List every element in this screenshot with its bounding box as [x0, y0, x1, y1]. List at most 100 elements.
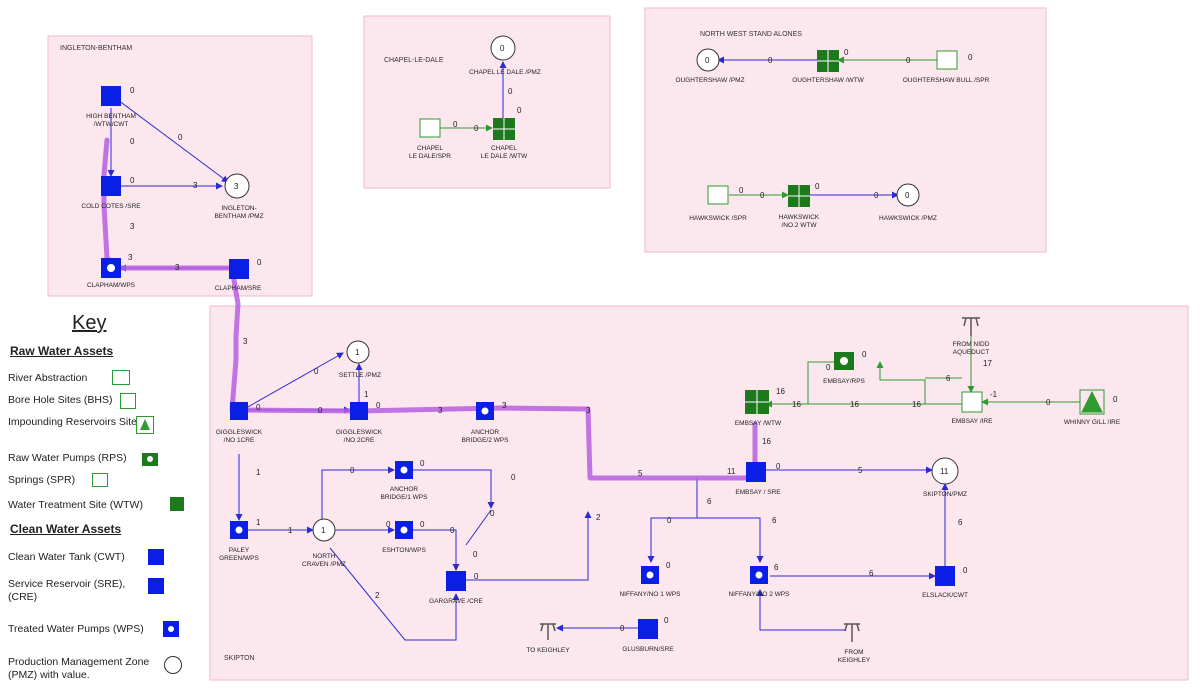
legend-wtw: Water Treatment Site (WTW) [8, 499, 143, 511]
legend-raw-heading: Raw Water Assets [10, 344, 114, 358]
edge-split-n1 [647, 517, 697, 563]
high-bentham-node[interactable] [101, 86, 121, 106]
chapel-pmz-node[interactable] [490, 35, 516, 61]
niffany2-value: 6 [774, 563, 779, 572]
high-bentham-label2: /WTW/CWT [94, 121, 129, 128]
elslack-label: ELSLACK/CWT [922, 592, 968, 599]
cold-cotes-label: COLD COTES /SRE [81, 203, 141, 210]
flow-eshton-garg: 0 [450, 526, 455, 535]
settle-pmz-node[interactable] [346, 340, 370, 364]
from-keighley-label1: FROM [844, 649, 863, 656]
skipton-pmz-label: SKIPTON/PMZ [923, 491, 967, 498]
hawkswick-spr-node[interactable] [707, 185, 729, 205]
flow-g2-settle: 1 [364, 390, 369, 399]
hawkswick-pmz-value: 0 [905, 191, 910, 200]
from-keighley-label2: KEIGHLEY [838, 657, 871, 664]
chapel-pmz-value: 0 [500, 44, 505, 53]
region-label-northwest: NORTH WEST STAND ALONES [700, 31, 802, 38]
from-keighley-tap-icon [844, 623, 860, 642]
from-nidd-label1: FROM NIDD [953, 341, 990, 348]
clapham-wps-label: CLAPHAM/WPS [87, 282, 136, 289]
anchor2-label2: BRIDGE/2 WPS [462, 437, 510, 444]
giggleswick1-node[interactable] [230, 402, 248, 420]
whinny-value: 0 [1113, 395, 1118, 404]
oughtershaw-spr-node[interactable] [936, 50, 958, 70]
clapham-wps-icon [107, 264, 115, 272]
flow-hb-cc: 0 [130, 137, 135, 146]
oughtershaw-wtw-value: 0 [844, 48, 849, 57]
flow-owtw-opmz: 0 [768, 56, 773, 65]
chapel-spr-label2: LE DALE/SPR [409, 153, 451, 160]
glusburn-value: 0 [664, 616, 669, 625]
legend-river: River Abstraction [8, 372, 88, 384]
flow-garg-left: 0 [473, 550, 478, 559]
oughtershaw-pmz-node[interactable] [696, 48, 720, 72]
gargrave-node[interactable] [446, 571, 466, 591]
flow-eire-mid: 16 [850, 400, 859, 409]
glusburn-node[interactable] [638, 619, 658, 639]
north-craven-label2: CRAVEN /PMZ [302, 561, 346, 568]
north-craven-node[interactable] [312, 518, 336, 542]
legend: Key Raw Water Assets River Abstraction B… [0, 300, 205, 696]
paley-value: 1 [256, 518, 261, 527]
high-bentham-value: 0 [130, 86, 135, 95]
legend-impounding: Impounding Reservoirs Sites [8, 416, 143, 428]
flow-erps-b: 6 [946, 374, 951, 383]
flow-eire-ewtw: 16 [792, 400, 801, 409]
chapel-wtw-value: 0 [517, 106, 522, 115]
embsay-rps-value: 0 [862, 350, 867, 359]
elslack-node[interactable] [935, 566, 955, 586]
ingleton-pmz-node[interactable] [224, 173, 250, 199]
clapham-wps-value: 3 [128, 253, 133, 262]
legend-title: Key [72, 312, 107, 334]
flow-gar-n1: 2 [596, 513, 601, 522]
skipton-pmz-node[interactable] [931, 457, 959, 485]
flow-a2-down: 3 [586, 406, 591, 415]
flow-garg-right: 0 [490, 509, 495, 518]
embsay-ire-node[interactable] [961, 391, 983, 413]
paley-label2: GREEN/WPS [219, 555, 259, 562]
legend-springs: Springs (SPR) [8, 474, 76, 486]
flow-erps-a: 0 [826, 363, 831, 372]
to-keighley-tap-icon [540, 623, 556, 640]
chapel-pmz-label: CHAPEL LE DALE /PMZ [469, 69, 541, 76]
edge-eshton-gargrave [413, 529, 460, 571]
anchor1-label1: ANCHOR [390, 486, 418, 493]
flow-cs-g1: 3 [243, 337, 248, 346]
flow-split-n1: 0 [667, 516, 672, 525]
north-craven-value: 1 [321, 526, 326, 535]
niffany2-label: NIFFANY/NO 2 WPS [728, 591, 790, 598]
cold-cotes-node[interactable] [101, 176, 121, 196]
hawkswick-pmz-node[interactable] [896, 183, 920, 207]
edge-anchor1-right [413, 469, 495, 509]
raw-pump-icon [142, 453, 158, 466]
flow-g2-a2: 3 [438, 406, 443, 415]
chapel-spr-node[interactable] [419, 118, 441, 138]
whinny-gill-node[interactable] [1081, 390, 1103, 413]
niffany1-label: NIFFANY/NO 1 WPS [619, 591, 681, 598]
region-label-chapel: CHAPEL-LE-DALE [384, 57, 444, 64]
hawkswick-spr-value: 0 [739, 186, 744, 195]
flow-paley-nc: 1 [288, 526, 293, 535]
embsay-rps-label: EMBSAY/RPS [823, 378, 865, 385]
flow-cspr-cwtw: 0 [474, 124, 479, 133]
flow-hwtw-hpmz: 0 [874, 191, 879, 200]
flow-cc-cw: 3 [130, 222, 135, 231]
flow-esre-down: 16 [762, 437, 771, 446]
clapham-sre-node[interactable] [229, 259, 249, 279]
giggleswick2-label1: GIGGLESWICK [336, 429, 383, 436]
to-keighley-label: TO KEIGHLEY [526, 647, 570, 654]
flow-esre-split: 6 [707, 497, 712, 506]
oughtershaw-spr-value: 0 [968, 53, 973, 62]
giggleswick2-node[interactable] [350, 402, 368, 420]
gargrave-value: 0 [474, 572, 479, 581]
flow-esre-spmz: 5 [858, 466, 863, 475]
giggleswick2-label2: /NO 2CRE [344, 437, 375, 444]
clapham-sre-value: 0 [257, 258, 262, 267]
embsay-sre-node[interactable] [746, 462, 766, 482]
region-ingleton [47, 35, 313, 297]
ingleton-pmz-value: 3 [234, 182, 239, 191]
edge-eire-rps [876, 361, 926, 404]
springs-icon [92, 473, 108, 487]
